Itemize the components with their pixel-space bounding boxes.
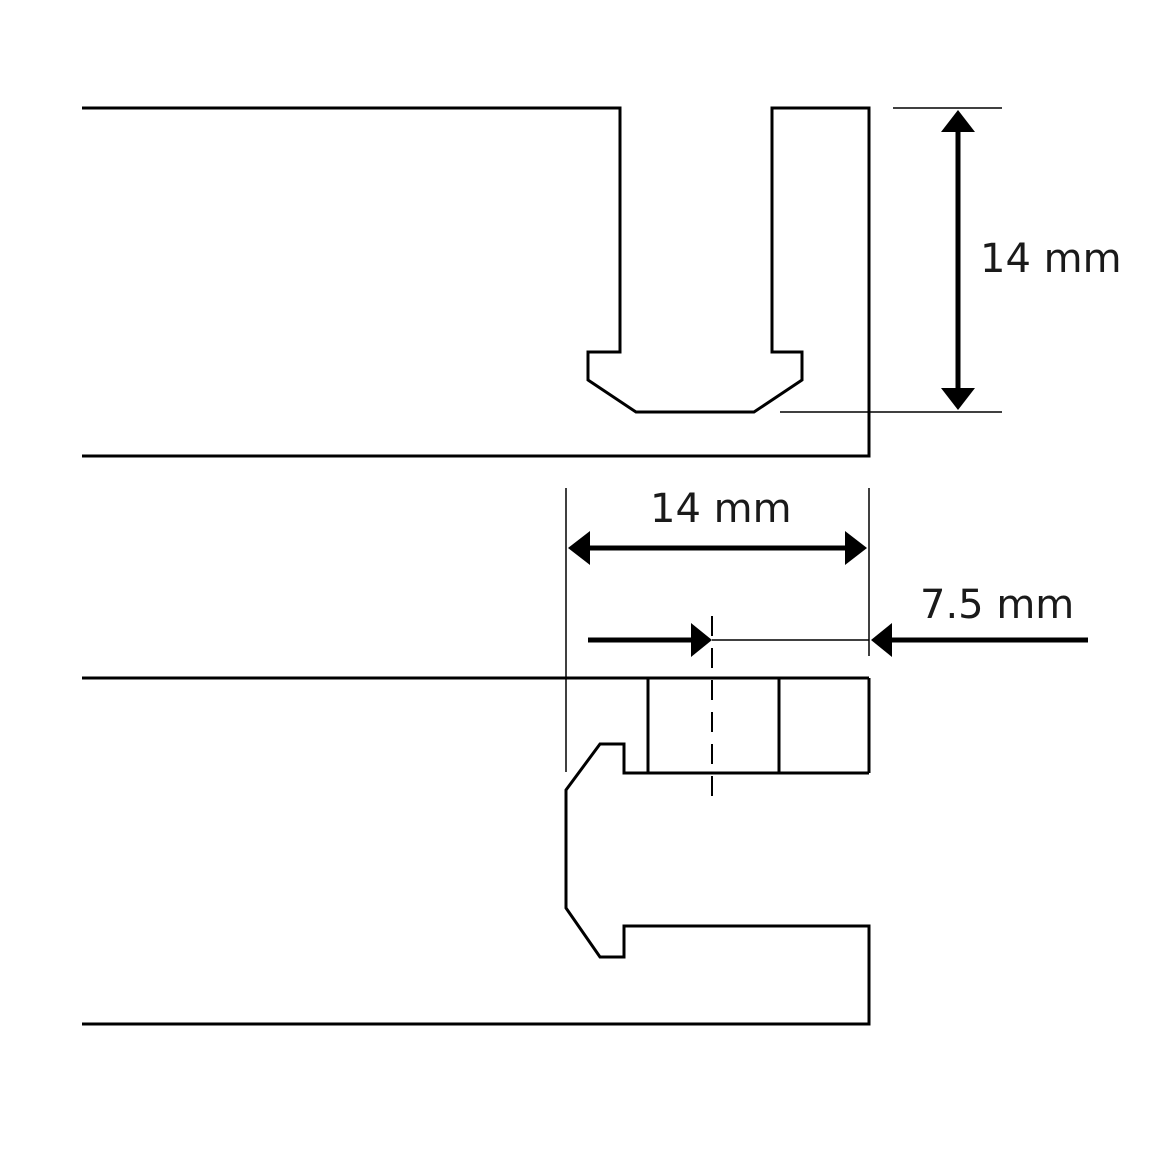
arrow-head-up — [941, 110, 975, 132]
center-offset-dimension: 7.5 mm — [588, 582, 1088, 657]
slot-depth-dimension: 14 mm — [780, 107, 1122, 413]
slot-depth-label: 14 mm — [980, 236, 1122, 282]
arrow-head-left — [568, 531, 590, 565]
rail-block — [82, 616, 871, 1026]
arrow-head-down — [941, 388, 975, 410]
offset-arrow-head-left — [691, 623, 712, 657]
center-offset-label: 7.5 mm — [920, 582, 1074, 628]
rail-width-dimension: 14 mm — [565, 486, 870, 772]
offset-arrow-head-right — [871, 623, 892, 657]
slotted-block — [82, 106, 871, 458]
arrow-head-right — [845, 531, 867, 565]
slotted-block-left-outline — [82, 106, 871, 458]
rail-width-label: 14 mm — [650, 486, 792, 532]
rail-head-box — [82, 678, 871, 1026]
